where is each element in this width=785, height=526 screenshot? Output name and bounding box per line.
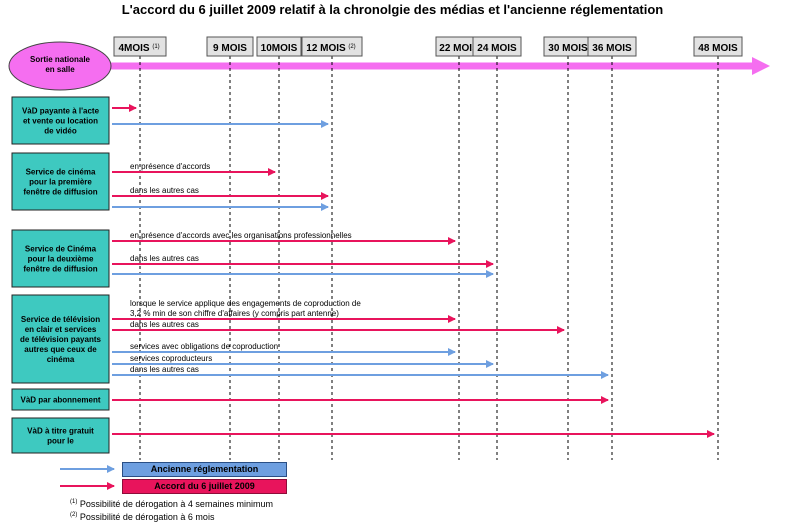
month-note: (2) xyxy=(348,44,355,50)
footnote-1-mark: (1) xyxy=(70,499,78,505)
legend xyxy=(60,465,115,490)
category-label: VàD par abonnement xyxy=(20,396,100,405)
arrow-label: dans les autres cas xyxy=(130,320,199,329)
month-box xyxy=(693,36,743,57)
month-label: 48 MOIS xyxy=(698,43,738,54)
category-box xyxy=(11,96,110,145)
category-box xyxy=(11,388,110,411)
timeline-arrowhead xyxy=(752,57,770,75)
legend-new-label: Accord du 6 juillet 2009 xyxy=(122,479,287,494)
category-box xyxy=(11,229,110,288)
footnote-2: (2) Possibilité de dérogation à 6 mois xyxy=(70,512,214,522)
arrow-label: dans les autres cas xyxy=(130,186,199,195)
arrow-label: services avec obligations de coproductio… xyxy=(130,342,278,351)
arrow-label: dans les autres cas xyxy=(130,365,199,374)
legend-old-label: Ancienne réglementation xyxy=(122,462,287,477)
footnote-1: (1) Possibilité de dérogation à 4 semain… xyxy=(70,499,273,509)
month-label: 30 MOIS xyxy=(548,43,588,54)
month-box xyxy=(472,36,522,57)
month-box xyxy=(301,36,363,57)
arrow-label: lorsque le service applique des engageme… xyxy=(130,299,361,308)
category-box xyxy=(11,152,110,211)
month-box xyxy=(256,36,302,57)
month-note: (1) xyxy=(152,44,159,50)
footnote-2-mark: (2) xyxy=(70,512,78,518)
month-label: 4MOIS xyxy=(118,43,149,54)
category-box xyxy=(11,294,110,384)
month-box xyxy=(587,36,637,57)
month-label: 36 MOIS xyxy=(592,43,632,54)
arrow-label: dans les autres cas xyxy=(130,254,199,263)
month-label: 10MOIS xyxy=(261,43,298,54)
month-box xyxy=(206,36,254,57)
arrow-label: services coproducteurs xyxy=(130,354,212,363)
release-ellipse xyxy=(8,41,112,91)
arrow-label: 3,2 % min de son chiffre d'affaires (y c… xyxy=(130,309,339,318)
month-label: 9 MOIS xyxy=(213,43,247,54)
footnote-1-text: Possibilité de dérogation à 4 semaines m… xyxy=(79,499,273,509)
month-label: 22 MOIS xyxy=(439,43,479,54)
month-label: 12 MOIS xyxy=(306,43,346,54)
arrow-label: en présence d'accords xyxy=(130,162,210,171)
category-box xyxy=(11,417,110,454)
arrow-label: en présence d'accords avec les organisat… xyxy=(130,231,352,240)
month-markers: 4MOIS(1) 9 MOIS 10MOIS 12 MOIS(2) 22 MOIS24 … xyxy=(113,36,743,460)
footnote-2-text: Possibilité de dérogation à 6 mois xyxy=(79,512,215,522)
page-title: L'accord du 6 juillet 2009 relatif à la … xyxy=(121,2,664,17)
month-box xyxy=(113,36,167,57)
month-label: 24 MOIS xyxy=(477,43,517,54)
